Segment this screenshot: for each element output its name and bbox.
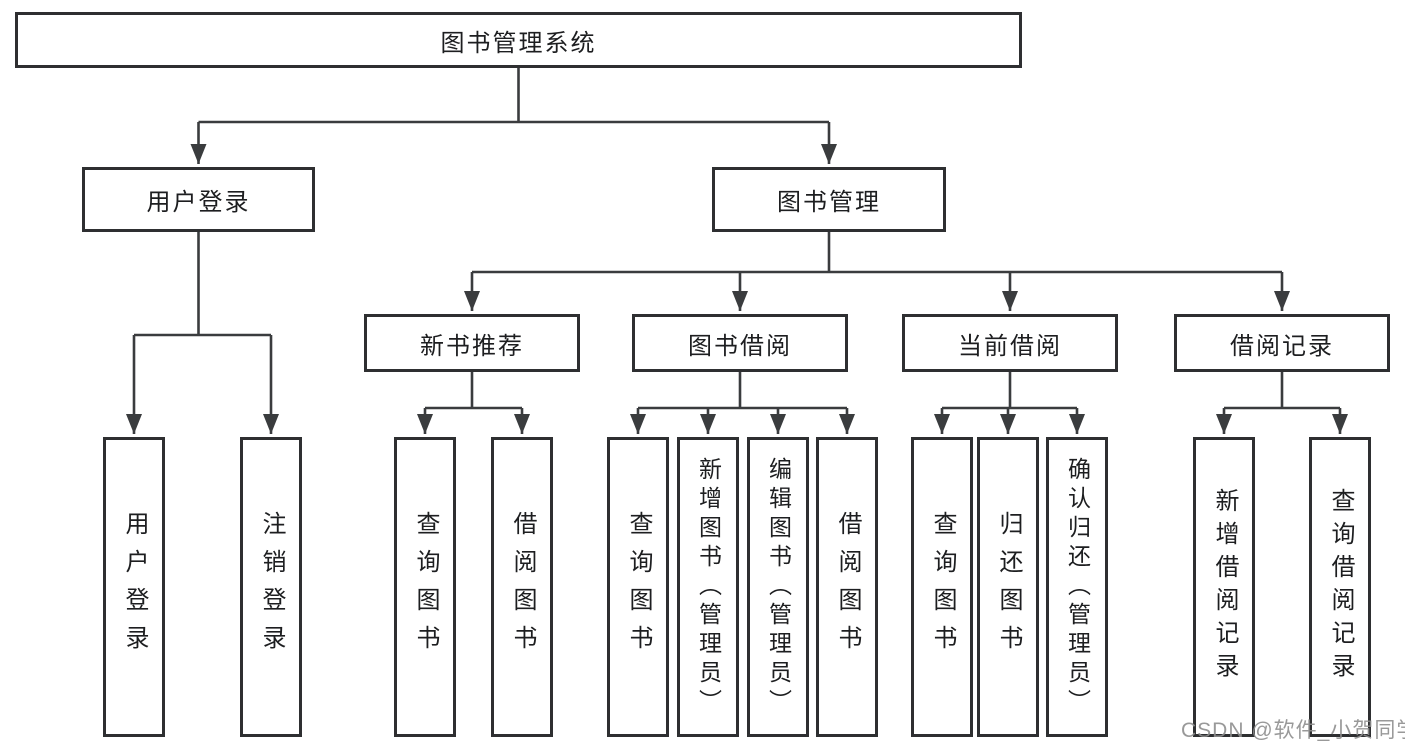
csdn-watermark: CSDN @软件_小贺同学 [1181,719,1405,742]
leaf-node-search-books-borrow: 查询图书 [607,437,669,737]
node-label: 图书借阅 [688,332,792,360]
node-label: 借阅图书 [509,511,536,663]
node-label: 查询图书 [929,511,956,663]
node-label: 当前借阅 [958,332,1062,360]
node-label: 新增图书（管理员） [695,456,722,718]
node-borrow-records: 借阅记录 [1174,314,1390,372]
leaf-node-confirm-return-admin: 确认归还（管理员） [1046,437,1108,737]
node-label: 新书推荐 [420,332,524,360]
node-book-borrow: 图书借阅 [632,314,848,372]
node-user-login: 用户登录 [82,167,315,232]
leaf-node-borrow-books: 借阅图书 [816,437,878,737]
node-label: 确认归还（管理员） [1064,456,1091,718]
node-label: 图书管理 [777,189,881,216]
leaf-node-add-borrow-record: 新增借阅记录 [1193,437,1255,737]
node-label: 查询图书 [625,511,652,663]
node-label: 查询借阅记录 [1327,488,1354,686]
node-new-book-recommend: 新书推荐 [364,314,580,372]
node-label: 用户登录 [146,189,251,216]
leaf-node-add-books-admin: 新增图书（管理员） [677,437,739,737]
node-library-management-system: 图书管理系统 [15,12,1022,68]
node-label: 注销登录 [258,511,285,663]
leaf-node-edit-books-admin: 编辑图书（管理员） [747,437,809,737]
node-label: 用户登录 [121,511,148,663]
node-label: 新增借阅记录 [1211,488,1238,686]
leaf-node-return-books: 归还图书 [977,437,1039,737]
node-label: 归还图书 [995,511,1022,663]
leaf-node-user-login: 用户登录 [103,437,165,737]
node-label: 借阅图书 [834,511,861,663]
node-label: 编辑图书（管理员） [765,456,792,718]
node-label: 借阅记录 [1230,332,1334,360]
leaf-node-search-books-recommend: 查询图书 [394,437,456,737]
node-label: 查询图书 [412,511,439,663]
node-label: 图书管理系统 [440,29,597,57]
leaf-node-borrow-books-recommend: 借阅图书 [491,437,553,737]
leaf-node-search-books-current: 查询图书 [911,437,973,737]
node-current-borrow: 当前借阅 [902,314,1118,372]
leaf-node-search-borrow-record: 查询借阅记录 [1309,437,1371,737]
leaf-node-logout: 注销登录 [240,437,302,737]
node-book-management: 图书管理 [712,167,946,232]
